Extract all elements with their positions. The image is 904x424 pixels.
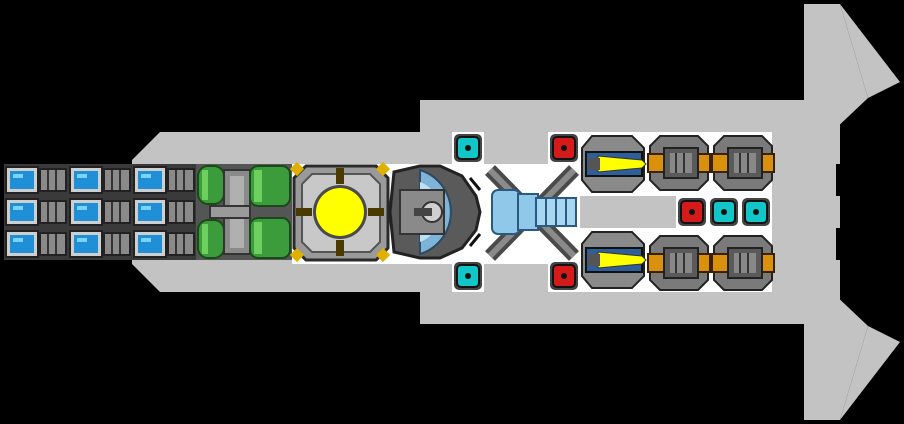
red-node-icon[interactable] (550, 134, 578, 162)
battery-cell-icon[interactable] (68, 228, 132, 260)
battery-cell-icon[interactable] (132, 196, 196, 228)
orange-cannon-icon[interactable] (711, 135, 775, 191)
hull-vent-upper (836, 164, 868, 196)
battery-cell-icon[interactable] (4, 164, 68, 196)
cannon-group (647, 135, 775, 291)
yellow-laser-turret-icon[interactable] (581, 135, 647, 193)
small-node-group (454, 134, 770, 290)
cyan-node-icon[interactable] (454, 262, 482, 290)
yellow-laser-turret-icon[interactable] (581, 231, 647, 289)
orange-cannon-icon[interactable] (647, 135, 711, 191)
green-fuel-tank-icon[interactable] (196, 164, 292, 260)
battery-cell-icon[interactable] (4, 228, 68, 260)
red-node-icon[interactable] (678, 198, 706, 226)
battery-cell-icon[interactable] (68, 196, 132, 228)
hull-vent-lower (836, 228, 868, 260)
yellow-reactor-core-icon[interactable] (289, 161, 391, 263)
red-node-icon[interactable] (550, 262, 578, 290)
orange-cannon-icon[interactable] (647, 235, 711, 291)
cyan-node-icon[interactable] (742, 198, 770, 226)
crossed-thruster-icon[interactable] (484, 165, 580, 261)
shield-dome-icon[interactable] (388, 164, 482, 260)
laser-turret-group (581, 135, 647, 289)
battery-cell-icon[interactable] (132, 228, 196, 260)
orange-cannon-icon[interactable] (711, 235, 775, 291)
cyan-node-icon[interactable] (710, 198, 738, 226)
cyan-node-icon[interactable] (454, 134, 482, 162)
battery-bank (4, 164, 196, 260)
battery-cell-icon[interactable] (4, 196, 68, 228)
battery-cell-icon[interactable] (68, 164, 132, 196)
battery-cell-icon[interactable] (132, 164, 196, 196)
